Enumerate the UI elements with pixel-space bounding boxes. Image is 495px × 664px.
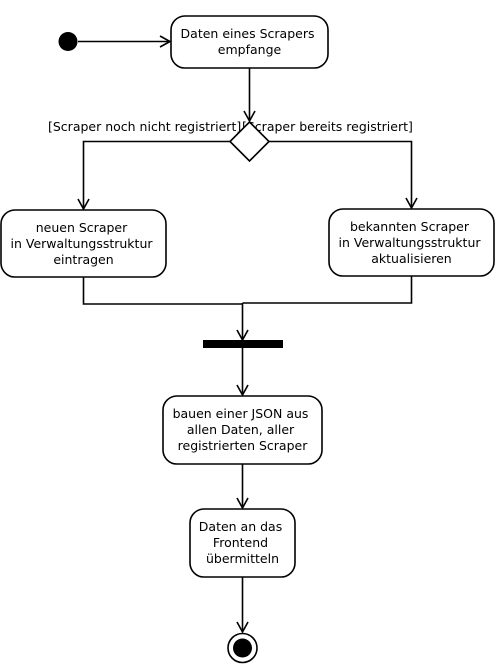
action-update-known-line-2: in Verwaltungsstruktur bbox=[339, 235, 482, 250]
action-send-line-2: Frontend bbox=[213, 535, 268, 550]
edge-initial-to-receive bbox=[78, 35, 172, 48]
join-bar bbox=[203, 340, 283, 348]
action-build-json-line-1: bauen einer JSON aus bbox=[173, 406, 309, 421]
action-register-new-line-3: eintragen bbox=[53, 252, 113, 267]
edge-receive-to-decision bbox=[243, 68, 256, 123]
action-build-json: bauen einer JSON aus allen Daten, aller … bbox=[162, 395, 323, 465]
guard-not-registered: [Scraper noch nicht registriert] bbox=[48, 119, 241, 134]
edge-decision-to-update-known bbox=[269, 140, 418, 210]
guard-already-registered: [Scraper bereits registriert] bbox=[242, 119, 413, 134]
svg-text:bekannten Scraper in Ver: bekannten Scraper in Verwaltungsstruktur… bbox=[339, 219, 485, 266]
initial-node bbox=[58, 32, 78, 51]
action-update-known-line-1: bekannten Scraper bbox=[350, 219, 470, 234]
edge-send-to-final bbox=[236, 577, 249, 634]
action-update-known-scraper: bekannten Scraper in Verwaltungsstruktur… bbox=[328, 208, 495, 277]
action-receive-line-1: Daten eines Scrapers bbox=[181, 26, 315, 41]
action-send-line-3: übermitteln bbox=[206, 551, 279, 566]
action-send-to-frontend: Daten an das Frontend übermitteln bbox=[189, 508, 296, 578]
svg-text:Daten an das Frontend: Daten an das Frontend übermitteln bbox=[199, 519, 286, 566]
final-node bbox=[227, 632, 258, 664]
action-register-new-line-1: neuen Scraper bbox=[36, 220, 128, 235]
edge-branches-to-join bbox=[82, 276, 413, 342]
action-receive-scraper-data: Daten eines Scrapers empfange bbox=[170, 15, 329, 69]
action-build-json-line-3: registrierten Scraper bbox=[178, 438, 309, 453]
action-build-json-line-2: allen Daten, aller bbox=[187, 422, 295, 437]
action-send-line-1: Daten an das bbox=[199, 519, 282, 534]
svg-text:neuen Scraper in Verwalt: neuen Scraper in Verwaltungsstruktur ein… bbox=[11, 220, 157, 267]
action-register-new-scraper: neuen Scraper in Verwaltungsstruktur ein… bbox=[0, 209, 167, 278]
svg-text:Daten eines Scrapers emp: Daten eines Scrapers empfange bbox=[181, 26, 319, 57]
action-receive-line-2: empfange bbox=[218, 42, 282, 57]
action-update-known-line-3: aktualisieren bbox=[371, 251, 451, 266]
svg-text:bauen einer JSON aus all: bauen einer JSON aus allen Daten, aller … bbox=[173, 406, 313, 453]
action-register-new-line-2: in Verwaltungsstruktur bbox=[11, 236, 154, 251]
edge-build-json-to-send bbox=[236, 464, 249, 510]
edge-decision-to-register-new bbox=[77, 140, 230, 211]
decision-node bbox=[228, 120, 271, 163]
edge-join-to-build-json bbox=[236, 348, 249, 397]
